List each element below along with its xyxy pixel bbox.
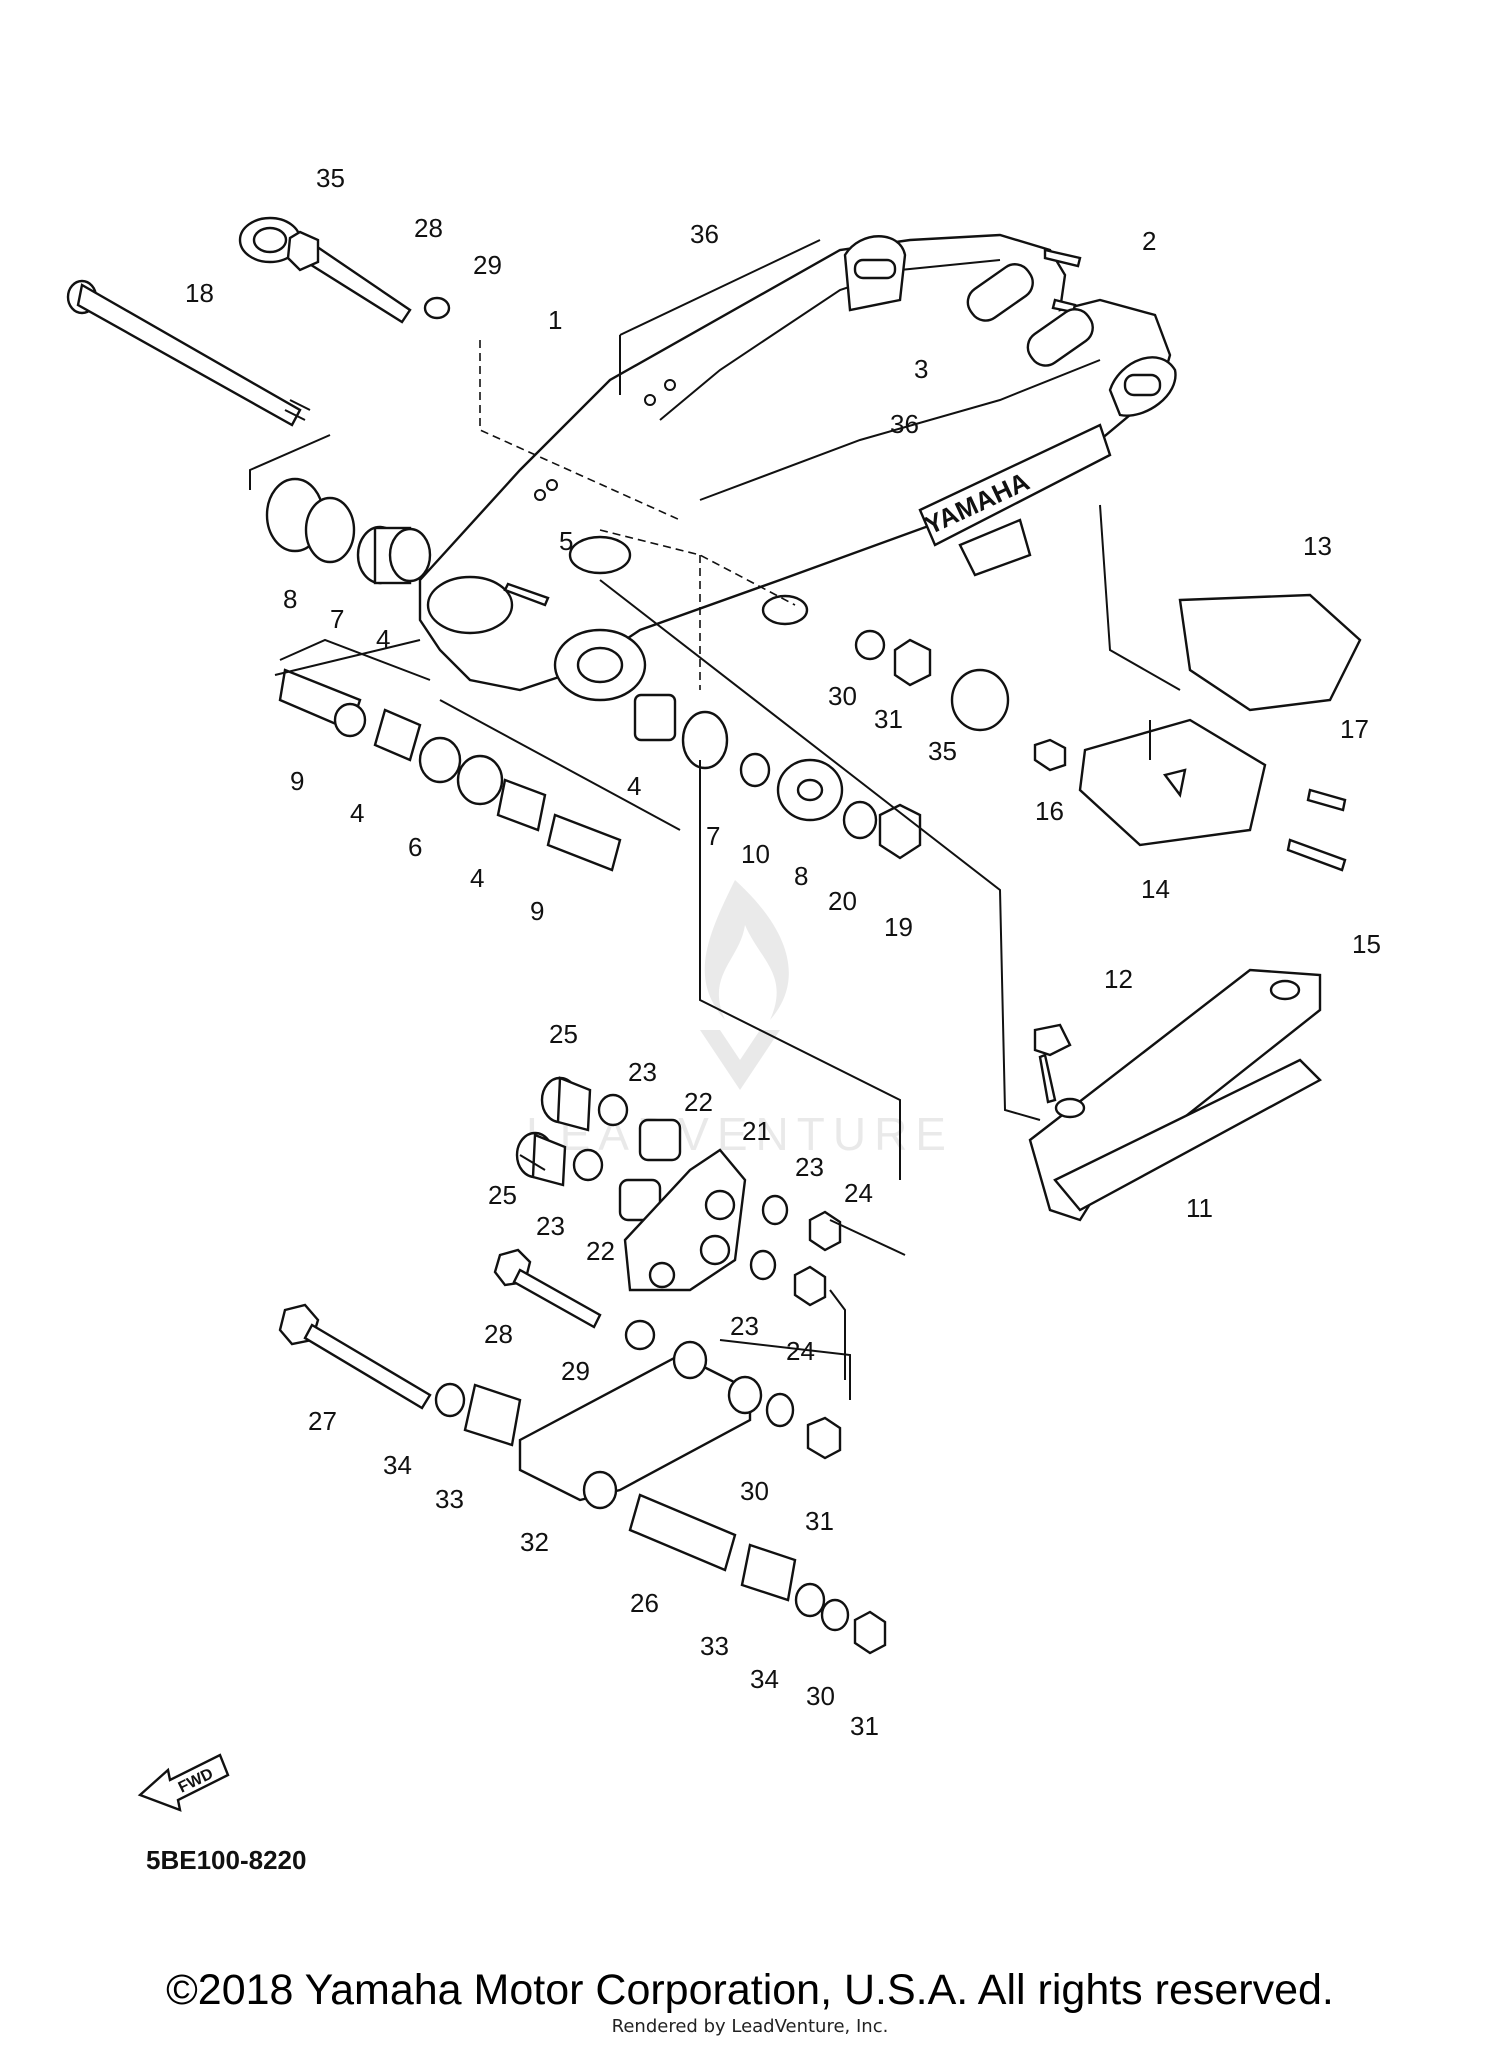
callout-19: 19 bbox=[884, 912, 913, 942]
callout-33b: 33 bbox=[700, 1631, 729, 1661]
upper-right-hardware bbox=[854, 629, 1010, 732]
screw-5 bbox=[503, 582, 550, 607]
callout-10: 10 bbox=[741, 839, 770, 869]
callout-13: 13 bbox=[1303, 531, 1332, 561]
callout-31: 31 bbox=[874, 704, 903, 734]
callout-22b: 22 bbox=[586, 1236, 615, 1266]
copyright-notice: ©2018 Yamaha Motor Corporation, U.S.A. A… bbox=[166, 1966, 1334, 2014]
pivot-bearings-right bbox=[633, 693, 922, 860]
upper-hardware bbox=[238, 216, 451, 324]
swingarm-exploded-view: LEADVENTURE YAMAHA bbox=[66, 163, 1381, 1812]
callout-21: 21 bbox=[742, 1116, 771, 1146]
callout-12: 12 bbox=[1104, 964, 1133, 994]
callout-22: 22 bbox=[684, 1087, 713, 1117]
pivot-bearings-left bbox=[265, 477, 432, 585]
callout-24b: 24 bbox=[786, 1336, 815, 1366]
callout-26: 26 bbox=[630, 1588, 659, 1618]
lower-linkage bbox=[278, 1248, 887, 1655]
bushing-row-left bbox=[278, 668, 622, 872]
callout-29: 29 bbox=[473, 250, 502, 280]
callout-4c: 4 bbox=[470, 863, 484, 893]
callout-35: 35 bbox=[316, 163, 345, 193]
callout-8b: 8 bbox=[794, 861, 808, 891]
callout-31c: 31 bbox=[850, 1711, 879, 1741]
callout-30b: 30 bbox=[740, 1476, 769, 1506]
relay-linkage bbox=[515, 1076, 842, 1307]
callout-27: 27 bbox=[308, 1406, 337, 1436]
chain-guide bbox=[1033, 593, 1362, 872]
callout-30c: 30 bbox=[806, 1681, 835, 1711]
callout-33: 33 bbox=[435, 1484, 464, 1514]
leader-lines bbox=[249, 340, 1181, 1400]
callout-36: 36 bbox=[690, 219, 719, 249]
callout-28b: 28 bbox=[484, 1319, 513, 1349]
callout-7b: 7 bbox=[706, 821, 720, 851]
callout-36b: 36 bbox=[890, 409, 919, 439]
callout-5: 5 bbox=[559, 526, 573, 556]
callout-30: 30 bbox=[828, 681, 857, 711]
callout-23c: 23 bbox=[795, 1152, 824, 1182]
callout-25: 25 bbox=[549, 1019, 578, 1049]
callout-1: 1 bbox=[548, 305, 562, 335]
callout-25b: 25 bbox=[488, 1180, 517, 1210]
callout-32: 32 bbox=[520, 1527, 549, 1557]
callout-14: 14 bbox=[1141, 874, 1170, 904]
callout-9b: 9 bbox=[530, 896, 544, 926]
callout-2: 2 bbox=[1142, 226, 1156, 256]
callout-labels: 35 28 29 18 36 1 2 3 36 8 7 4 5 30 31 35… bbox=[185, 163, 1381, 1741]
callout-34: 34 bbox=[383, 1450, 412, 1480]
callout-16: 16 bbox=[1035, 796, 1064, 826]
relay-arm bbox=[1028, 968, 1322, 1222]
pivot-shaft bbox=[66, 279, 311, 427]
rendered-by-credit: Rendered by LeadVenture, Inc. bbox=[611, 2016, 889, 2037]
chain-adjuster-plates bbox=[966, 248, 1094, 367]
fwd-arrow-icon: FWD bbox=[137, 1753, 230, 1812]
callout-24: 24 bbox=[844, 1178, 873, 1208]
callout-4d: 4 bbox=[627, 771, 641, 801]
callout-9: 9 bbox=[290, 766, 304, 796]
callout-4b: 4 bbox=[350, 798, 364, 828]
callout-29b: 29 bbox=[561, 1356, 590, 1386]
callout-23d: 23 bbox=[730, 1311, 759, 1341]
callout-18: 18 bbox=[185, 278, 214, 308]
callout-35b: 35 bbox=[928, 736, 957, 766]
callout-11: 11 bbox=[1186, 1193, 1213, 1223]
callout-15: 15 bbox=[1352, 929, 1381, 959]
callout-31b: 31 bbox=[805, 1506, 834, 1536]
decal-upper bbox=[619, 239, 821, 395]
callout-17: 17 bbox=[1340, 714, 1369, 744]
swingarm: YAMAHA bbox=[418, 233, 1177, 702]
callout-34b: 34 bbox=[750, 1664, 779, 1694]
callout-20: 20 bbox=[828, 886, 857, 916]
callout-4: 4 bbox=[376, 624, 390, 654]
callout-3: 3 bbox=[914, 354, 928, 384]
diagram-code: 5BE100-8220 bbox=[146, 1845, 307, 1875]
callout-28: 28 bbox=[414, 213, 443, 243]
callout-7: 7 bbox=[330, 604, 344, 634]
callout-6: 6 bbox=[408, 832, 422, 862]
callout-23: 23 bbox=[628, 1057, 657, 1087]
callout-8: 8 bbox=[283, 584, 297, 614]
callout-23b: 23 bbox=[536, 1211, 565, 1241]
